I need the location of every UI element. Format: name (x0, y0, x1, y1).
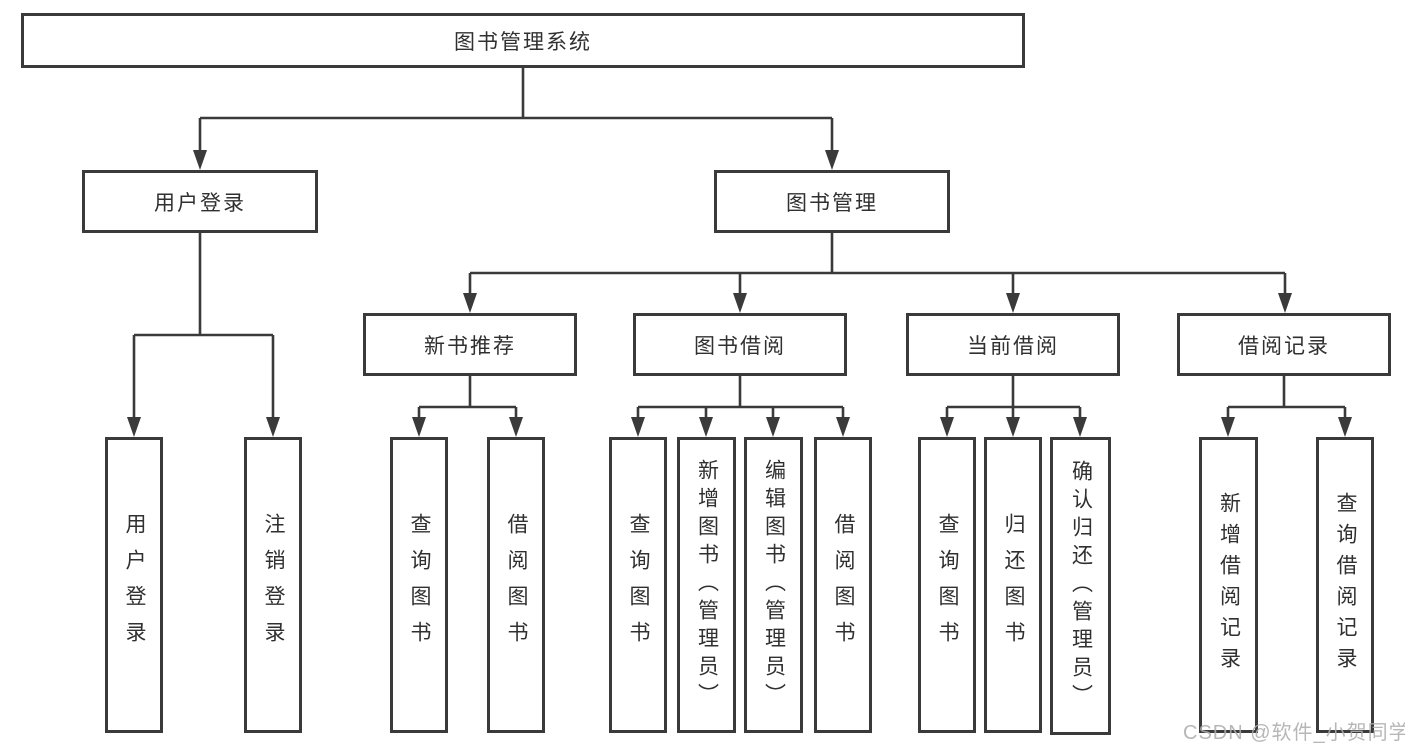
edge-borrow-record-to-leaves (1226, 376, 1347, 419)
node-user-login-group-label: 用户登录 (154, 191, 246, 215)
node-book-management-label: 图书管理 (786, 191, 878, 215)
edge-current-borrow-to-leaves (945, 376, 1082, 419)
node-current-borrow: 当前借阅 (906, 313, 1120, 376)
leaf-add-book-admin-label: 新增图书（管理员） (695, 459, 719, 711)
edge-user-login-to-leaves (132, 233, 275, 419)
leaf-user-login-label: 用户登录 (123, 513, 146, 657)
leaf-query-borrow-record-label: 查询借阅记录 (1334, 492, 1357, 678)
leaf-query-borrow-record: 查询借阅记录 (1316, 437, 1374, 733)
leaf-query-book-3-label: 查询图书 (936, 513, 959, 657)
csdn-watermark: CSDN @软件_小贺同学 (1183, 722, 1405, 744)
leaf-logout-label: 注销登录 (262, 513, 285, 657)
leaf-return-book: 归还图书 (984, 437, 1042, 733)
node-borrow-record: 借阅记录 (1177, 313, 1391, 376)
node-new-book-recommend-label: 新书推荐 (424, 334, 516, 358)
node-book-borrow: 图书借阅 (633, 313, 847, 376)
leaf-edit-book-admin: 编辑图书（管理员） (744, 437, 803, 733)
arrowheads-user-login-leaves (127, 417, 280, 437)
node-new-book-recommend: 新书推荐 (363, 313, 577, 376)
leaf-borrow-book-1-label: 借阅图书 (505, 513, 528, 657)
leaf-user-login: 用户登录 (105, 437, 163, 733)
leaf-add-borrow-record-label: 新增借阅记录 (1217, 492, 1241, 678)
leaf-query-book-1-label: 查询图书 (408, 513, 431, 657)
node-current-borrow-label: 当前借阅 (967, 334, 1059, 358)
leaf-query-book-2: 查询图书 (609, 437, 667, 733)
leaf-logout: 注销登录 (244, 437, 302, 733)
edge-root-to-level2 (198, 68, 834, 152)
leaf-query-book-3: 查询图书 (918, 437, 976, 733)
edge-book-mgmt-to-level3 (468, 233, 1287, 295)
edge-new-book-to-leaves (417, 376, 518, 419)
node-book-management: 图书管理 (714, 170, 950, 233)
edge-book-borrow-to-leaves (636, 376, 845, 419)
arrowheads-level3 (463, 293, 1292, 313)
node-borrow-record-label: 借阅记录 (1238, 334, 1330, 358)
arrowheads-leaves (412, 417, 1352, 437)
leaf-edit-book-admin-label: 编辑图书（管理员） (762, 459, 786, 711)
leaf-query-book-2-label: 查询图书 (627, 513, 650, 657)
node-root-label: 图书管理系统 (454, 30, 592, 54)
leaf-return-book-label: 归还图书 (1002, 513, 1025, 657)
leaf-add-book-admin: 新增图书（管理员） (677, 437, 736, 733)
leaf-query-book-1: 查询图书 (390, 437, 448, 733)
node-user-login-group: 用户登录 (82, 170, 318, 233)
leaf-add-borrow-record: 新增借阅记录 (1199, 437, 1258, 733)
leaf-confirm-return-admin: 确认归还（管理员） (1050, 437, 1111, 735)
leaf-confirm-return-admin-label: 确认归还（管理员） (1069, 460, 1093, 712)
leaf-borrow-book-2: 借阅图书 (814, 437, 872, 733)
leaf-borrow-book-2-label: 借阅图书 (832, 513, 855, 657)
arrowheads-level2 (193, 150, 839, 170)
leaf-borrow-book-1: 借阅图书 (487, 437, 545, 733)
node-root-system: 图书管理系统 (21, 13, 1025, 68)
node-book-borrow-label: 图书借阅 (694, 334, 786, 358)
